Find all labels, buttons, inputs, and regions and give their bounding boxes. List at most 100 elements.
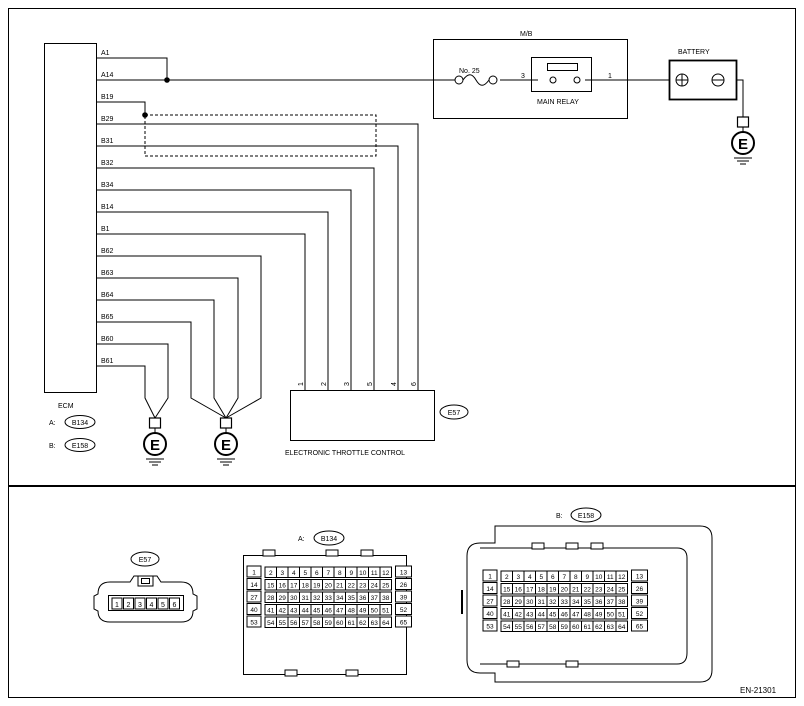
b134-tag-name: B134 xyxy=(321,536,337,543)
pin-number: 52 xyxy=(636,611,644,618)
pin-number: 40 xyxy=(250,607,258,614)
ecm-conn-a-prefix: A: xyxy=(49,420,56,427)
pin-number: 6 xyxy=(551,574,555,581)
pin-cell xyxy=(379,566,392,578)
e57-pin-cell xyxy=(111,597,123,610)
pin-cell xyxy=(631,582,648,594)
ecm-conn-a-name: B134 xyxy=(72,420,88,427)
e57-pin-cell xyxy=(146,597,157,610)
e57-tag-name: E57 xyxy=(139,557,152,564)
ecm-label: ECM xyxy=(58,403,74,410)
pin-number: 60 xyxy=(336,620,344,627)
pin-number: 2 xyxy=(269,570,273,577)
latch-nub xyxy=(345,669,359,677)
pin-number: 47 xyxy=(336,608,344,615)
pin-number: 15 xyxy=(503,587,511,594)
latch-nub xyxy=(284,669,298,677)
ground-letter: E xyxy=(221,437,231,454)
pin-number: 8 xyxy=(338,570,342,577)
throttle-label: ELECTRONIC THROTTLE CONTROL xyxy=(285,450,405,457)
ecm-pin-label: B29 xyxy=(101,116,114,123)
ecm-pin-label: B60 xyxy=(101,336,114,343)
pin-number: 42 xyxy=(279,608,287,615)
throttle-body-box xyxy=(290,390,435,441)
ecm-conn-b-name: E158 xyxy=(72,443,88,450)
ecm-conn-b-tag xyxy=(64,438,96,452)
pin-number: 34 xyxy=(572,599,580,606)
pin-cell xyxy=(615,608,628,620)
pin-cell xyxy=(482,607,498,619)
pin-cell xyxy=(615,595,628,607)
fuse-symbol xyxy=(454,74,498,86)
pin-number: 51 xyxy=(618,612,626,619)
latch-nub xyxy=(565,660,579,668)
throttle-pin-label: 1 xyxy=(298,382,305,386)
e57-pin-cell xyxy=(157,597,169,610)
throttle-pin-label: 3 xyxy=(344,382,351,386)
pin-number: 20 xyxy=(561,587,569,594)
e57-pin-number: 2 xyxy=(127,602,131,609)
mb-label: M/B xyxy=(520,31,533,38)
pin-number: 18 xyxy=(538,587,546,594)
pin-cell xyxy=(482,619,498,632)
pin-number: 64 xyxy=(382,620,390,627)
pin-number: 51 xyxy=(382,608,390,615)
pin-number: 27 xyxy=(486,599,494,606)
pin-number: 25 xyxy=(618,587,626,594)
pin-number: 10 xyxy=(595,574,603,581)
e158-tag xyxy=(570,507,602,523)
ecm-pin-label: B64 xyxy=(101,292,114,299)
pin-cell xyxy=(631,594,648,607)
pin-number: 11 xyxy=(371,570,378,577)
e158-shell xyxy=(461,525,713,683)
latch-nub xyxy=(360,549,374,557)
latch-nub xyxy=(590,542,604,550)
ecm-conn-a-tag xyxy=(64,415,96,429)
pin-number: 21 xyxy=(572,587,580,594)
pin-number: 22 xyxy=(348,583,356,590)
pin-number: 12 xyxy=(382,570,390,577)
ground-symbol: E xyxy=(143,417,167,466)
pin-number: 41 xyxy=(267,608,275,615)
pin-number: 12 xyxy=(618,574,626,581)
e57-pin-cell xyxy=(169,597,180,610)
pin-cell xyxy=(379,579,392,591)
pin-number: 49 xyxy=(359,608,367,615)
pin-number: 38 xyxy=(618,599,626,606)
pin-cell xyxy=(246,590,262,603)
latch-nub xyxy=(262,549,276,557)
pin-number: 43 xyxy=(290,608,298,615)
pin-number: 47 xyxy=(572,612,580,619)
pin-number: 8 xyxy=(574,574,578,581)
pin-cell xyxy=(246,603,262,615)
pin-number: 15 xyxy=(267,583,275,590)
pin-number: 57 xyxy=(302,620,310,627)
relay-pin-left: 3 xyxy=(521,73,525,80)
pin-number: 45 xyxy=(313,608,321,615)
pin-number: 1 xyxy=(252,570,256,577)
pin-number: 65 xyxy=(400,620,408,627)
pin-cell xyxy=(395,578,412,590)
pin-cell xyxy=(379,616,392,628)
pin-number: 61 xyxy=(584,624,592,631)
ecm-pin-labels: A1A14B19B29B31B32B34B14B1B62B63B64B65B60… xyxy=(101,50,114,365)
b134-prefix: A: xyxy=(298,536,305,543)
pin-number: 53 xyxy=(250,620,258,627)
pin-number: 11 xyxy=(607,574,614,581)
pin-cell xyxy=(246,578,262,590)
pin-number: 55 xyxy=(515,624,523,631)
ground-letter: E xyxy=(150,437,160,454)
throttle-conn-tag xyxy=(439,404,469,420)
pin-number: 29 xyxy=(279,595,287,602)
pin-cell xyxy=(615,570,628,582)
pin-number: 20 xyxy=(325,583,333,590)
pin-number: 9 xyxy=(585,574,589,581)
pin-number: 14 xyxy=(486,586,494,593)
pin-number: 56 xyxy=(290,620,298,627)
pin-number: 3 xyxy=(280,570,284,577)
pin-number: 2 xyxy=(505,574,509,581)
